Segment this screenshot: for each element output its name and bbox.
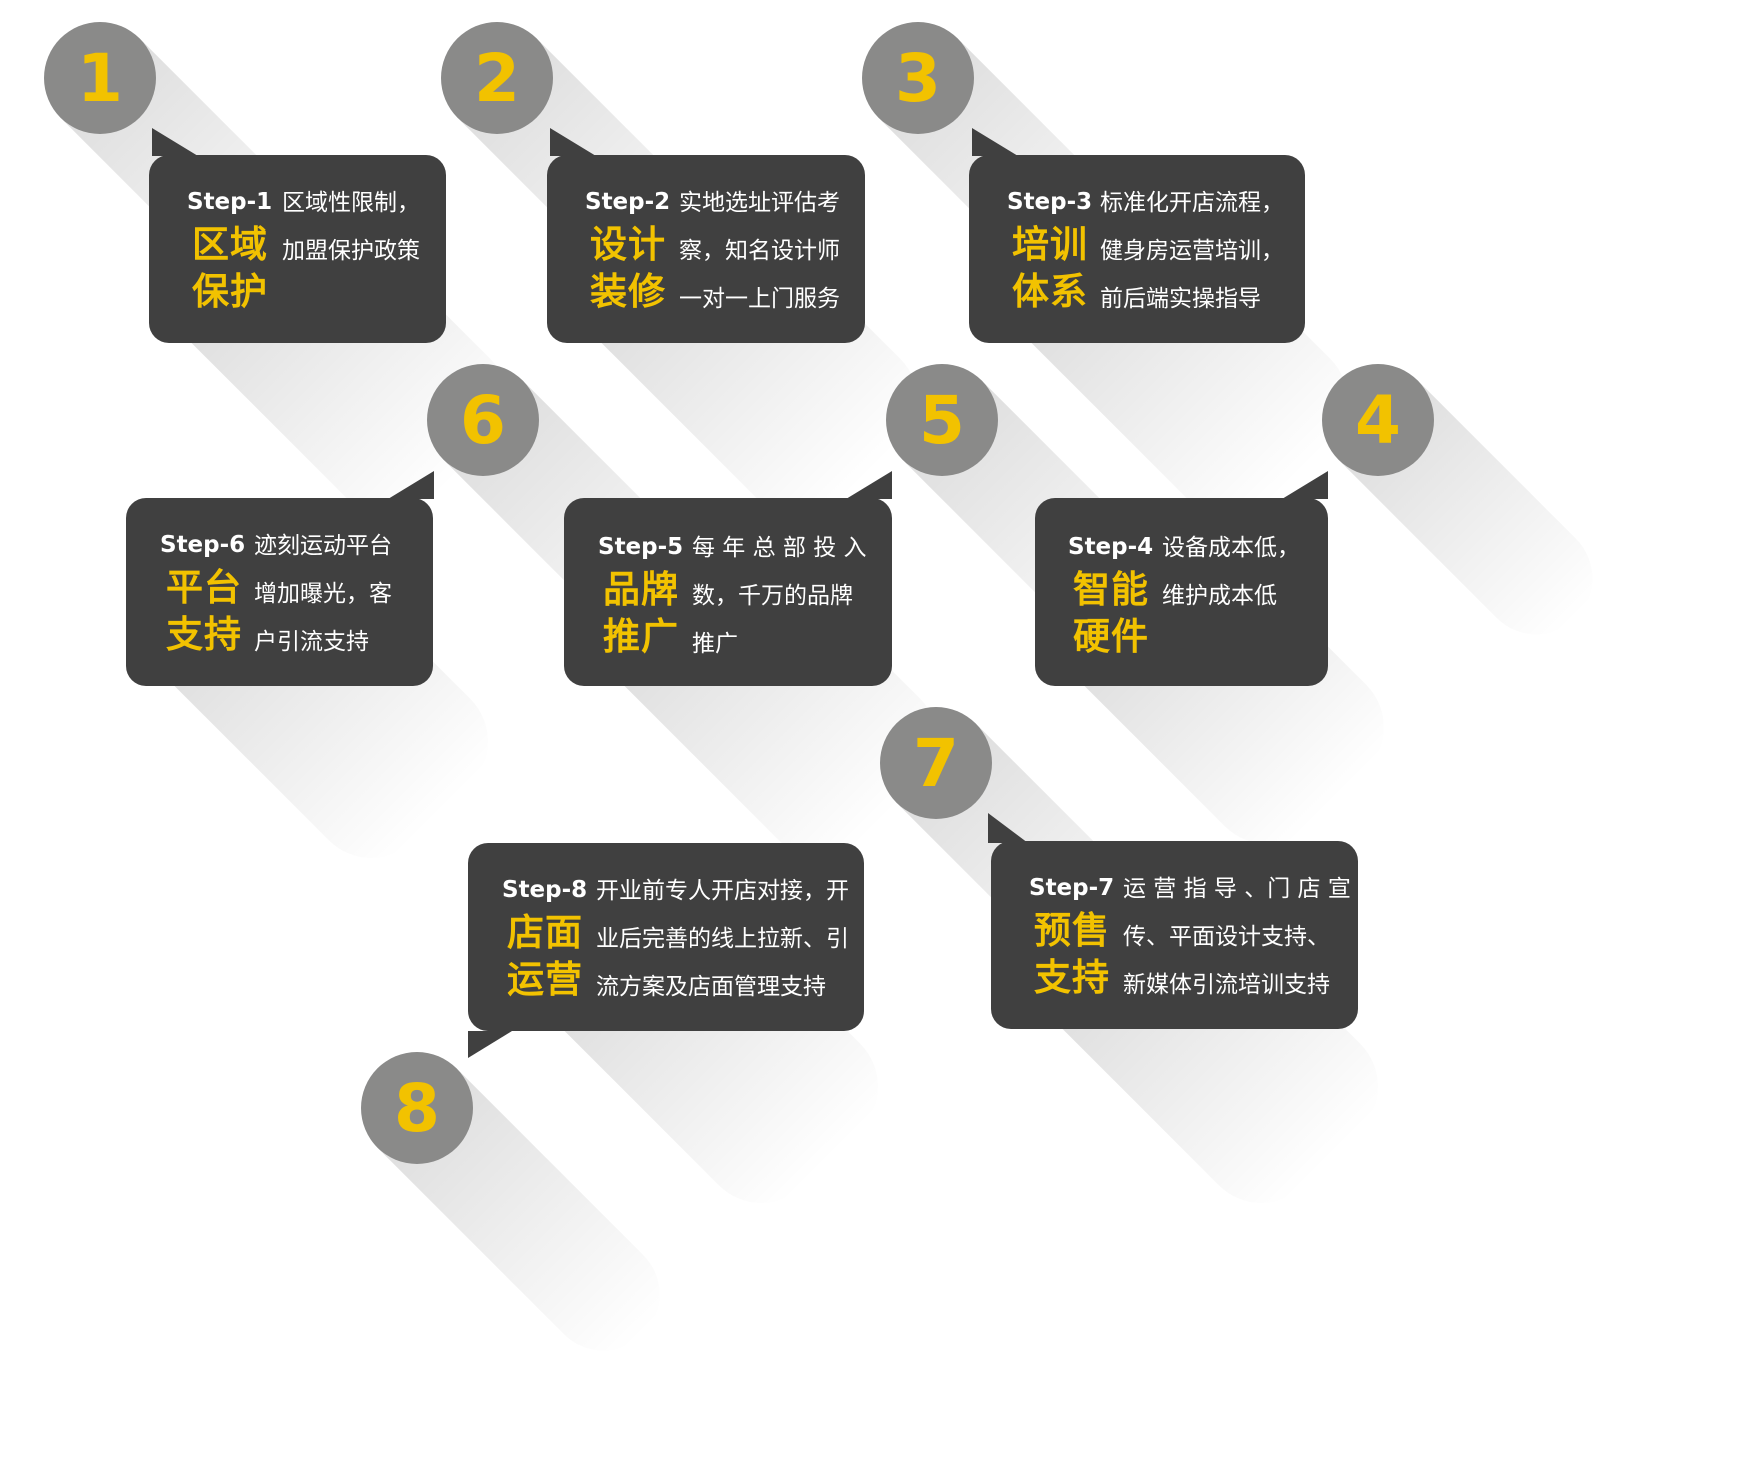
- speech-tail: [972, 128, 1018, 156]
- step-title: 预售 支持: [1034, 909, 1110, 999]
- step-label: Step-6: [160, 532, 246, 558]
- step-label: Step-1: [187, 189, 273, 215]
- step-label: Step-2: [585, 189, 671, 215]
- step-description: 设备成本低， 维护成本低: [1162, 535, 1300, 609]
- step-card: Step-8 店面 运营 开业前专人开店对接，开 业后完善的线上拉新、引 流方案…: [468, 843, 864, 1031]
- step-number-circle: 3: [862, 22, 974, 134]
- step-description: 标准化开店流程， 健身房运营培训， 前后端实操指导: [1100, 190, 1284, 312]
- speech-tail: [1282, 471, 1328, 499]
- step-label: Step-4: [1068, 534, 1154, 560]
- step-card: Step-4 智能 硬件 设备成本低， 维护成本低: [1035, 498, 1328, 686]
- speech-tail: [988, 813, 1028, 843]
- step-number: 2: [474, 39, 520, 117]
- step-title: 培训 体系: [1012, 223, 1088, 313]
- step-description: 开业前专人开店对接，开 业后完善的线上拉新、引 流方案及店面管理支持: [596, 878, 849, 1000]
- step-description: 实地选址评估考 察，知名设计师 一对一上门服务: [679, 190, 840, 312]
- step-label: Step-5: [598, 534, 684, 560]
- speech-tail: [152, 128, 198, 156]
- step-number-circle: 7: [880, 707, 992, 819]
- step-card: Step-6 平台 支持 迹刻运动平台 增加曝光，客 户引流支持: [126, 498, 433, 686]
- step-title: 平台 支持: [166, 566, 242, 656]
- speech-tail: [550, 128, 596, 156]
- step-number: 5: [919, 381, 965, 459]
- step-number: 3: [895, 39, 941, 117]
- step-description: 每 年 总 部 投 入 数，千万的品牌 推广: [692, 535, 867, 657]
- step-number: 6: [460, 381, 506, 459]
- speech-tail: [468, 1031, 512, 1058]
- step-number: 7: [913, 724, 959, 802]
- step-label: Step-3: [1007, 189, 1093, 215]
- step-description: 运 营 指 导 、门 店 宣 传、平面设计支持、 新媒体引流培训支持: [1123, 876, 1351, 998]
- step-label: Step-7: [1029, 875, 1115, 901]
- step-number: 4: [1355, 381, 1401, 459]
- step-card: Step-3 培训 体系 标准化开店流程， 健身房运营培训， 前后端实操指导: [969, 155, 1305, 343]
- step-title: 设计 装修: [590, 223, 666, 313]
- step-number: 1: [77, 39, 123, 117]
- step-number-circle: 4: [1322, 364, 1434, 476]
- step-description: 区域性限制， 加盟保护政策: [282, 190, 420, 264]
- step-title: 区域 保护: [192, 223, 268, 313]
- step-card: Step-2 设计 装修 实地选址评估考 察，知名设计师 一对一上门服务: [547, 155, 865, 343]
- step-title: 品牌 推广: [603, 568, 679, 658]
- step-number-circle: 5: [886, 364, 998, 476]
- speech-tail: [388, 471, 434, 499]
- step-number-circle: 2: [441, 22, 553, 134]
- step-description: 迹刻运动平台 增加曝光，客 户引流支持: [254, 533, 392, 655]
- step-title: 店面 运营: [507, 911, 583, 1001]
- step-label: Step-8: [502, 877, 588, 903]
- step-title: 智能 硬件: [1073, 568, 1149, 658]
- step-card: Step-1 区域 保护 区域性限制， 加盟保护政策: [149, 155, 446, 343]
- step-card: Step-7 预售 支持 运 营 指 导 、门 店 宣 传、平面设计支持、 新媒…: [991, 841, 1358, 1029]
- step-number-circle: 6: [427, 364, 539, 476]
- speech-tail: [846, 471, 892, 499]
- step-number-circle: 1: [44, 22, 156, 134]
- step-number: 8: [394, 1069, 440, 1147]
- step-card: Step-5 品牌 推广 每 年 总 部 投 入 数，千万的品牌 推广: [564, 498, 892, 686]
- step-number-circle: 8: [361, 1052, 473, 1164]
